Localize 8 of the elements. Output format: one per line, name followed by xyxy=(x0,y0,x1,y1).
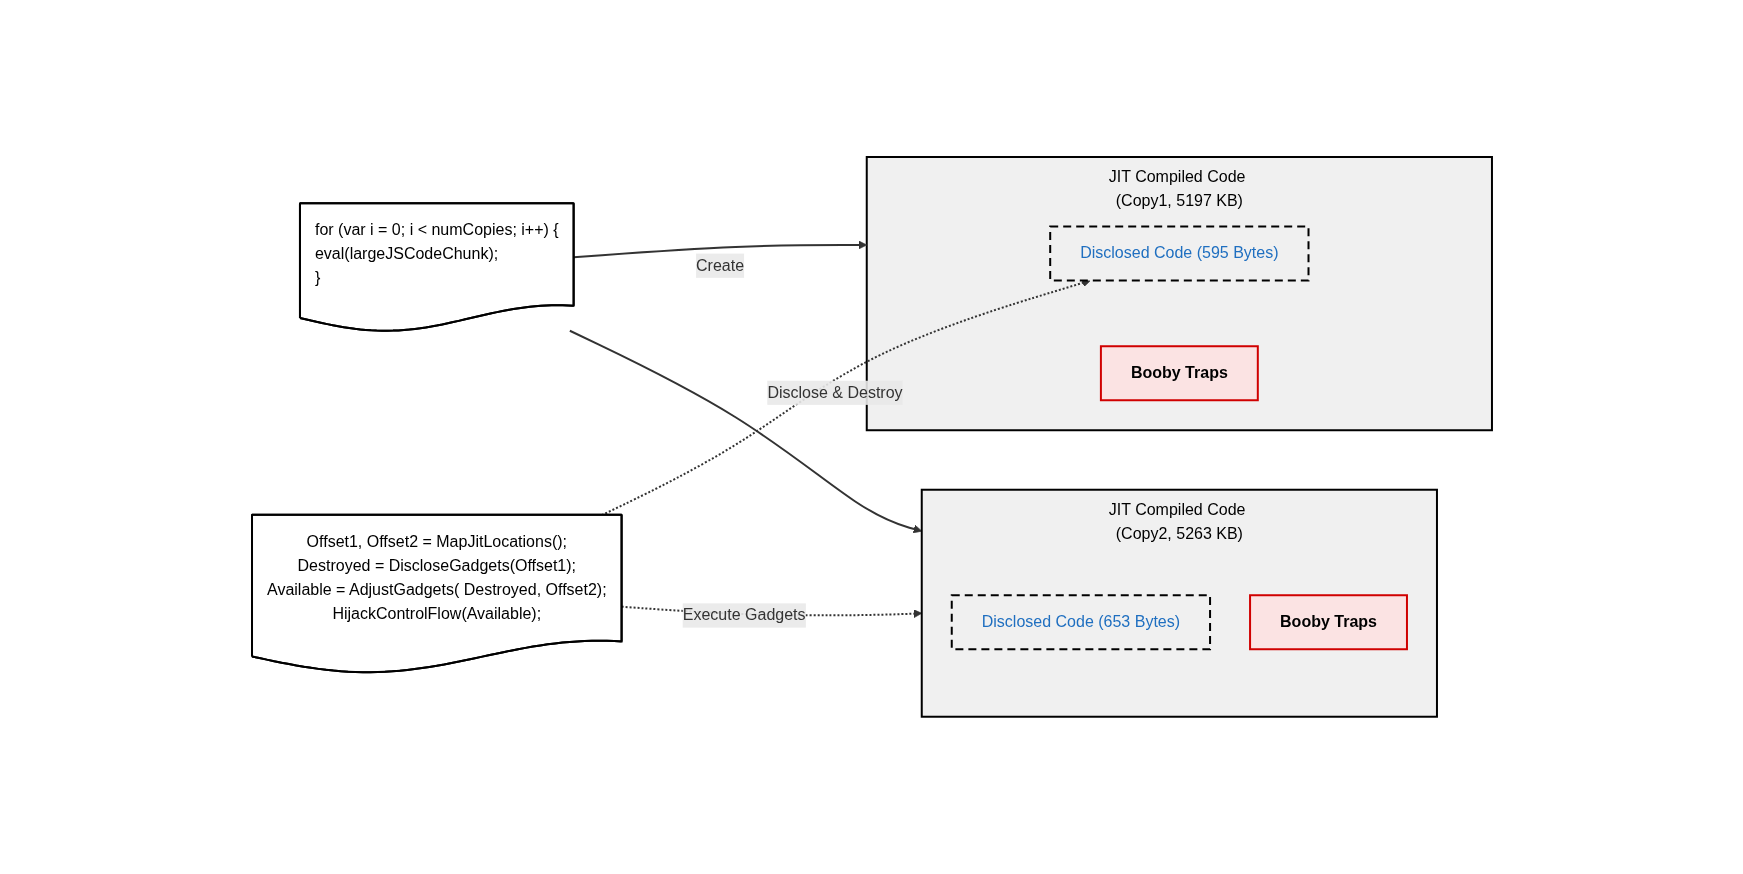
arrow xyxy=(568,329,922,534)
node-box: Disclosed Code (653 Bytes) xyxy=(950,594,1211,651)
edge-label: Execute Gadgets xyxy=(682,606,806,624)
node-box: Booby Traps xyxy=(1248,594,1408,651)
arrow xyxy=(572,240,867,259)
node-box: Booby Traps xyxy=(1099,345,1259,402)
edge-label: Create xyxy=(695,256,744,274)
node-box: Disclosed Code (595 Bytes) xyxy=(1048,225,1310,282)
